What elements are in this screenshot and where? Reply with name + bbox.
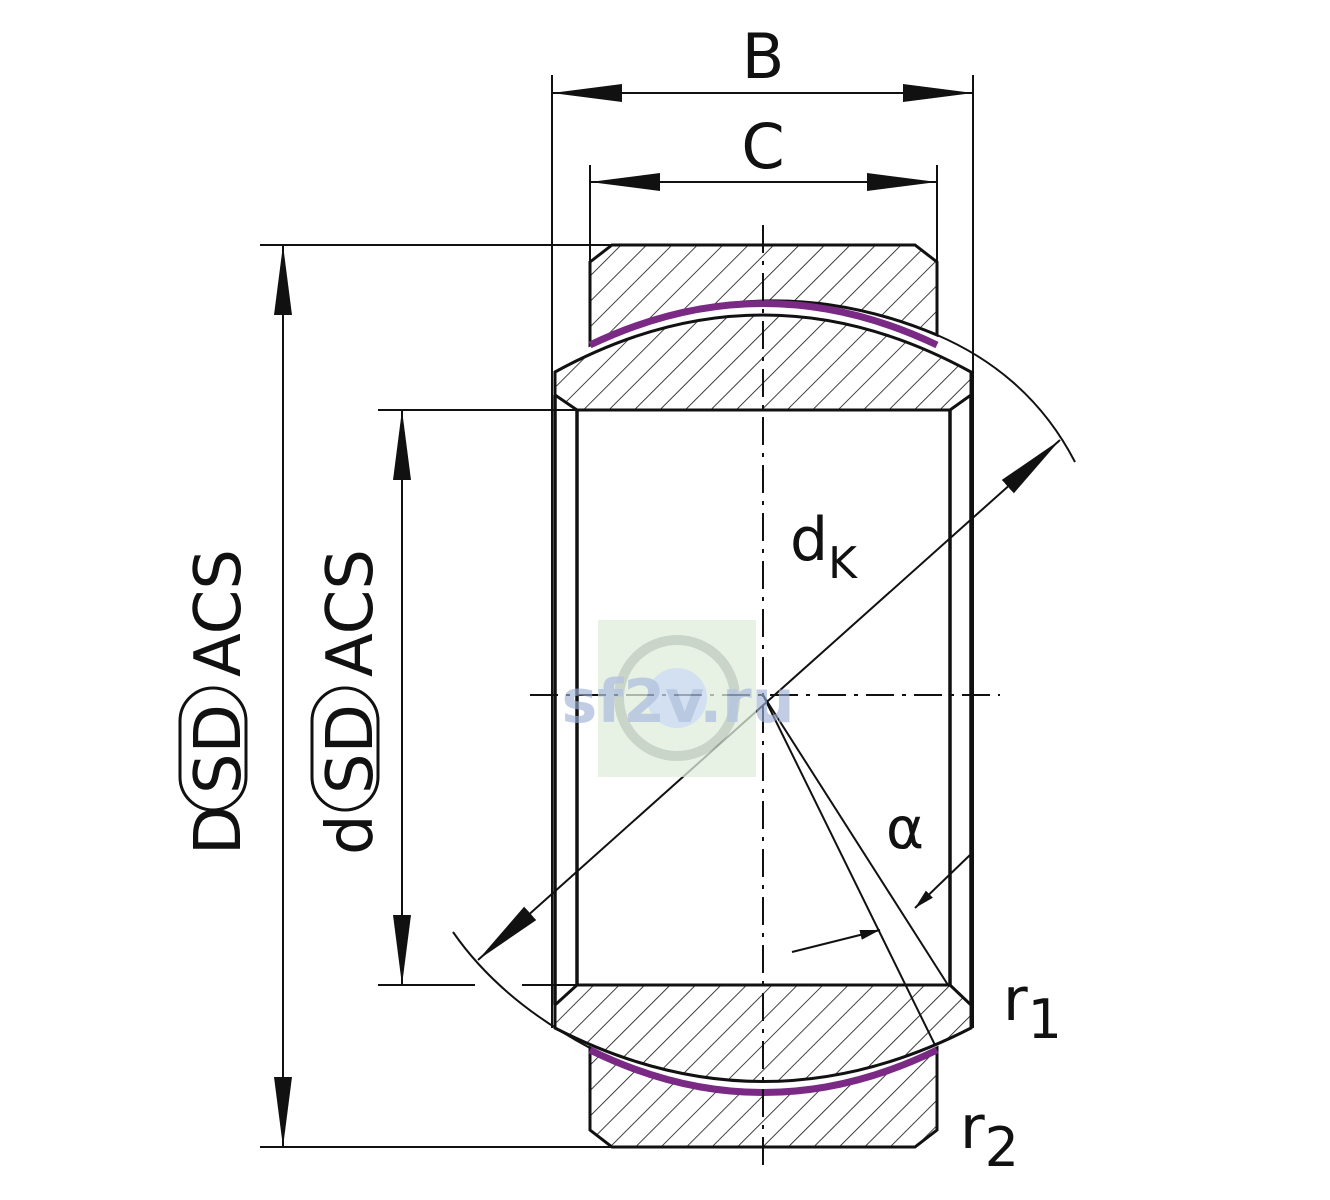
svg-text:SD: SD (182, 704, 256, 794)
label-outer-diameter-sd: SD (182, 704, 256, 794)
watermark-bearing-core (647, 668, 707, 728)
label-r1: r1 (1003, 965, 1062, 1051)
dim-line-dk (477, 439, 1061, 961)
label-dk: dK (790, 505, 858, 589)
label-bore-diameter-sd-box (310, 686, 380, 812)
watermark-text: sf2v.ru (562, 667, 795, 737)
tilt-line-2 (762, 694, 936, 1046)
sphere-arc-lower-left (452, 931, 591, 1049)
watermark: sf2v.ru (562, 620, 795, 777)
label-r1-main: r (1003, 965, 1028, 1035)
label-r2: r2 (960, 1093, 1019, 1179)
label-dk-sub: K (828, 538, 858, 589)
label-outer-diameter-pre: D (182, 806, 256, 855)
label-r1-sub: 1 (1028, 988, 1062, 1051)
inner-ring-top (553, 313, 973, 412)
label-outer-diameter-post: ACS (182, 549, 256, 677)
svg-text:d: d (314, 814, 388, 855)
inner-ring-bottom (553, 983, 973, 1083)
label-outer-diameter: D SD ACS (178, 549, 256, 855)
label-bore-diameter-pre: d (314, 814, 388, 855)
svg-text:SD: SD (314, 704, 388, 794)
alpha-arrow-upper (914, 854, 971, 909)
liner-top (588, 300, 939, 349)
label-bore-diameter-sd: SD (314, 704, 388, 794)
label-bore-diameter-post: ACS (314, 549, 388, 677)
watermark-bearing-logo (614, 635, 740, 761)
label-outer-diameter-sd-box (178, 686, 248, 812)
alpha-arrow-lower (791, 929, 881, 953)
label-bore-diameter: d SD ACS (310, 549, 388, 855)
tilt-line-1 (762, 694, 949, 986)
label-dk-main: d (790, 505, 828, 575)
svg-text:ACS: ACS (182, 549, 256, 677)
label-c: C (741, 110, 784, 183)
svg-text:D: D (182, 806, 256, 855)
label-r2-main: r (960, 1093, 985, 1163)
label-alpha: α (886, 794, 924, 862)
label-r2-sub: 2 (985, 1116, 1019, 1179)
svg-text:ACS: ACS (314, 549, 388, 677)
label-b: B (742, 20, 785, 93)
sphere-arc-upper-right (936, 334, 1076, 463)
